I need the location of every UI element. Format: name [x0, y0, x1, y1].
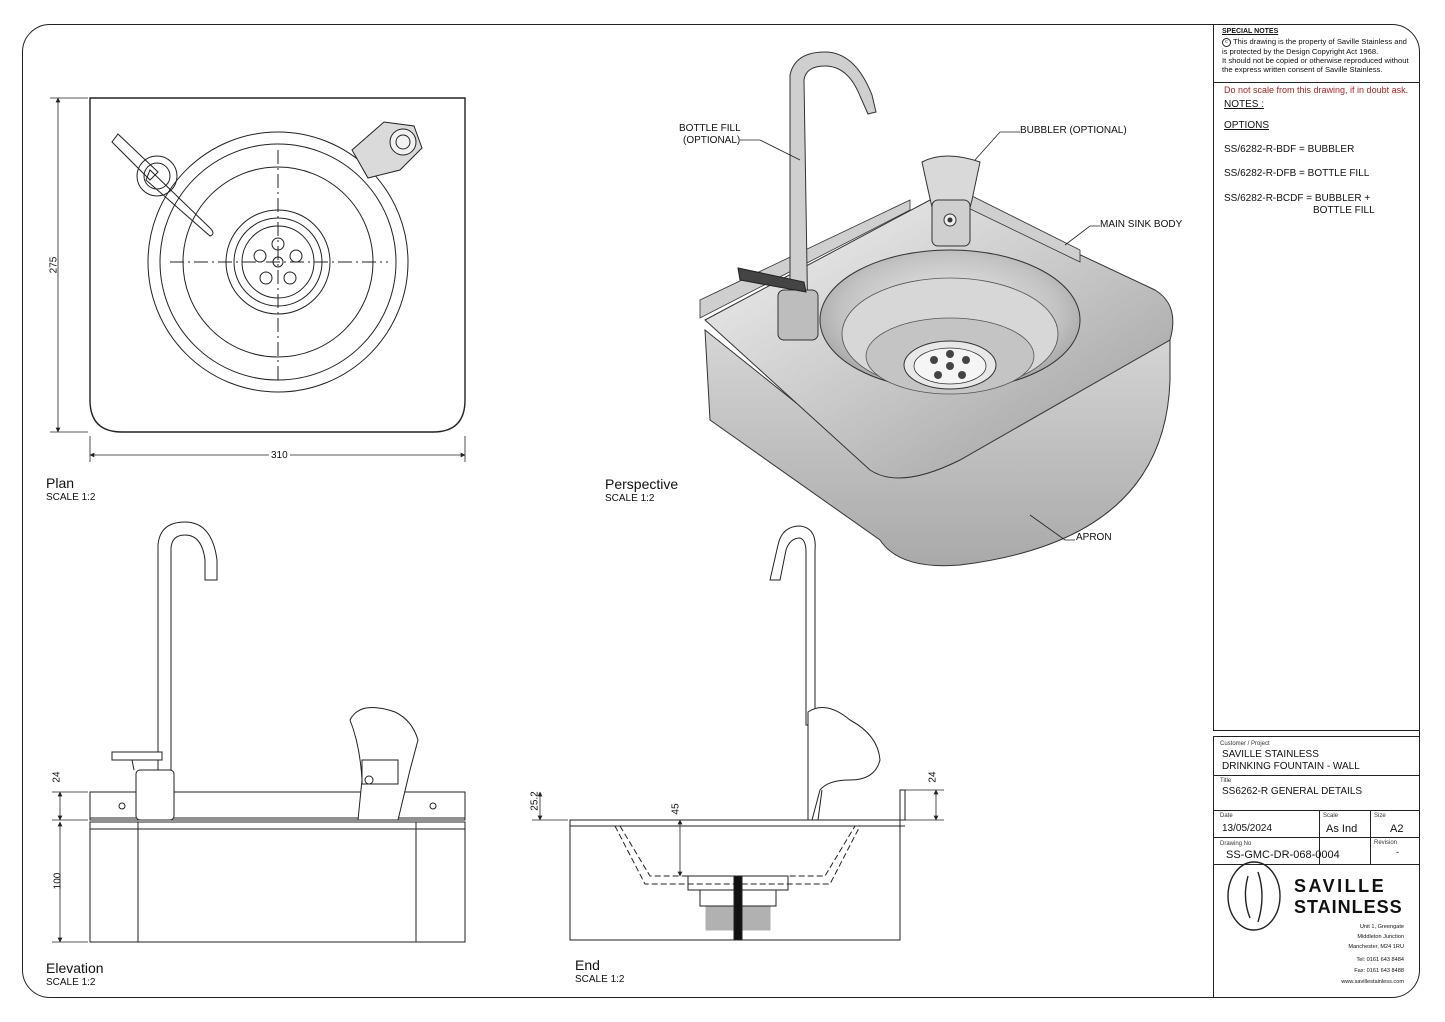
elevation-upstand-dimension: 24 — [51, 771, 63, 783]
customer-caption: Customer / Project — [1220, 741, 1270, 747]
end-view-scale: SCALE 1:2 — [575, 974, 625, 985]
divider — [1214, 82, 1419, 83]
address-line: Middleton Junction — [1357, 934, 1404, 940]
drawing-scale: As Ind — [1326, 823, 1358, 835]
divider — [1214, 864, 1419, 865]
sheet-size: A2 — [1390, 823, 1404, 835]
options-title: OPTIONS — [1224, 120, 1270, 131]
elevation-view — [89, 521, 466, 943]
perspective-view — [699, 51, 1174, 567]
end-lip-dimension: 25.2 — [529, 791, 541, 811]
revision-caption: Revision — [1374, 840, 1398, 846]
company-website[interactable]: www.savillestainless.com — [1341, 979, 1404, 985]
scale-caption: Scale — [1323, 813, 1339, 819]
company-fax: Fax: 0161 643 8488 — [1354, 968, 1404, 974]
special-notes-title: SPECIAL NOTES — [1222, 28, 1279, 35]
title-caption: Title — [1220, 778, 1232, 784]
special-notes-line: the express written consent of Saville S… — [1222, 64, 1383, 74]
company-tel: Tel: 0161 643 8484 — [1356, 957, 1404, 963]
end-upstand-dimension: 24 — [927, 771, 939, 783]
perspective-view-label: Perspective — [605, 476, 679, 492]
end-bowl-dimension: 45 — [670, 803, 682, 815]
company-name-line-1: SAVILLE — [1294, 876, 1387, 896]
drawing-no-caption: Drawing No — [1220, 841, 1252, 847]
special-notes-line: This drawing is the property of Saville … — [1233, 37, 1407, 46]
callout-apron: APRON — [1076, 532, 1112, 543]
divider — [1214, 810, 1419, 811]
title-block: Customer / Project SAVILLE STAINLESS DRI… — [1213, 736, 1420, 998]
address-line: Manchester, M24 1RU — [1348, 944, 1404, 950]
customer-line-2: DRINKING FOUNTAIN - WALL — [1222, 761, 1360, 772]
end-view — [569, 525, 906, 941]
plan-view — [89, 97, 466, 433]
drawing-sheet-border — [22, 24, 1420, 998]
date-caption: Date — [1220, 813, 1233, 819]
callout-bubbler: BUBBLER (OPTIONAL) — [1020, 125, 1127, 136]
elevation-view-label: Elevation — [46, 960, 104, 976]
plan-depth-dimension: 275 — [48, 256, 60, 274]
revision-value: - — [1396, 847, 1399, 857]
drawing-title: SS6262-R GENERAL DETAILS — [1222, 786, 1363, 797]
divider — [1214, 837, 1419, 838]
special-notes-line: is protected by the Design Copyright Act… — [1222, 46, 1379, 56]
plan-view-scale: SCALE 1:2 — [46, 492, 96, 503]
end-view-label: End — [575, 957, 600, 973]
option-item: SS/6282-R-DFB = BOTTLE FILL — [1224, 168, 1370, 179]
company-name-line-2: STAINLESS — [1294, 897, 1403, 917]
scale-warning: Do not scale from this drawing, if in do… — [1224, 85, 1409, 95]
plan-view-label: Plan — [46, 475, 75, 491]
option-item: SS/6282-R-BDF = BUBBLER — [1224, 144, 1355, 155]
special-notes-line: It should not be copied or otherwise rep… — [1222, 55, 1409, 65]
customer-line-1: SAVILLE STAINLESS — [1222, 749, 1319, 760]
drawing-date: 13/05/2024 — [1222, 823, 1273, 834]
elevation-body-dimension: 100 — [52, 872, 64, 890]
option-item-continuation: BOTTLE FILL — [1313, 205, 1375, 216]
drawing-number: SS-GMC-DR-068-0004 — [1226, 849, 1340, 861]
callout-main-sink-body: MAIN SINK BODY — [1100, 219, 1183, 230]
elevation-dimensions — [52, 791, 88, 943]
end-dimensions — [532, 789, 944, 877]
saville-logo-mark — [1227, 861, 1281, 931]
divider — [1214, 775, 1419, 776]
plan-width-dimension: 310 — [269, 450, 290, 461]
option-item: SS/6282-R-BCDF = BUBBLER + — [1224, 193, 1371, 204]
callout-leaders — [740, 131, 1100, 541]
elevation-view-scale: SCALE 1:2 — [46, 977, 96, 988]
perspective-view-scale: SCALE 1:2 — [605, 493, 655, 504]
notes-title: NOTES : — [1224, 99, 1265, 110]
address-line: Unit 1, Greengate — [1359, 924, 1404, 930]
copyright-icon: c — [1222, 37, 1231, 47]
callout-bottle-fill: BOTTLE FILL — [679, 123, 741, 134]
callout-bottle-fill-optional: (OPTIONAL) — [683, 135, 741, 146]
size-caption: Size — [1374, 813, 1386, 819]
